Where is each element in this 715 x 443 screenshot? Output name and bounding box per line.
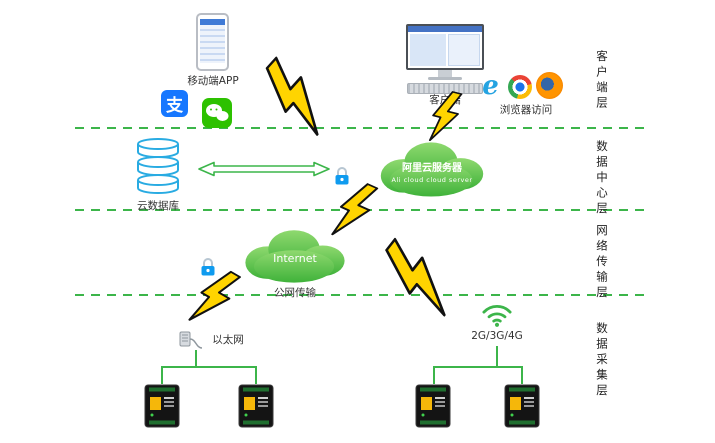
keyboard-icon bbox=[407, 83, 483, 94]
lightning-icon bbox=[251, 53, 342, 140]
connector-line bbox=[255, 366, 257, 384]
layer-label-collection: 数据采集层 bbox=[595, 322, 609, 400]
screen-titlebar bbox=[408, 26, 482, 32]
lightning-icon bbox=[371, 234, 466, 321]
connector-line bbox=[161, 366, 163, 384]
lock-icon bbox=[334, 166, 350, 186]
public-network-label: 公网传输 bbox=[274, 287, 316, 299]
layer-divider-1 bbox=[75, 127, 645, 129]
connector-line bbox=[433, 366, 435, 384]
double-arrow-icon bbox=[198, 161, 330, 177]
ethernet-label: 以太网 bbox=[212, 334, 244, 346]
cloud-icon bbox=[380, 142, 484, 197]
internet-label: Internet bbox=[273, 251, 317, 265]
wechat-icon bbox=[202, 98, 232, 128]
cloud-database-label: 云数据库 bbox=[137, 200, 179, 212]
device-icon bbox=[238, 384, 274, 428]
layer-label-datacenter: 数据中心层 bbox=[595, 140, 609, 218]
firefox-browser-icon bbox=[536, 72, 563, 99]
connector-line bbox=[161, 366, 257, 368]
database-icon bbox=[133, 138, 183, 196]
ali-cloud-server-node: 阿里云服务器 Ali cloud cloud server bbox=[368, 136, 496, 200]
screen-panel bbox=[410, 34, 446, 66]
cloud-icon bbox=[245, 230, 345, 283]
ie-glyph: e bbox=[482, 70, 499, 101]
desktop-computer-icon bbox=[404, 24, 486, 94]
internet-node: Internet bbox=[233, 224, 357, 286]
ali-cloud-subtitle: Ali cloud cloud server bbox=[391, 175, 473, 184]
wifi-signal-icon bbox=[482, 300, 512, 328]
monitor-base bbox=[428, 77, 462, 80]
wechat-bubbles bbox=[206, 104, 229, 121]
ie-browser-icon: e bbox=[477, 72, 504, 99]
connector-line bbox=[195, 350, 197, 366]
chrome-browser-icon bbox=[508, 75, 532, 99]
ali-cloud-title: 阿里云服务器 bbox=[402, 162, 462, 174]
lightning-icon bbox=[184, 262, 244, 333]
device-icon bbox=[504, 384, 540, 428]
layer-divider-3 bbox=[75, 294, 645, 296]
monitor-screen bbox=[406, 24, 484, 70]
phone-screen bbox=[200, 19, 225, 63]
lightning-icon bbox=[327, 176, 381, 246]
smartphone-icon bbox=[196, 13, 229, 71]
layer-label-network: 网络传输层 bbox=[595, 224, 609, 302]
lock-icon bbox=[200, 257, 216, 277]
connector-line bbox=[496, 346, 498, 366]
connector-line bbox=[521, 366, 523, 384]
connector-line bbox=[433, 366, 523, 368]
alipay-icon: 支 bbox=[161, 90, 188, 117]
screen-panel bbox=[448, 34, 480, 66]
lightning-icon bbox=[425, 87, 465, 146]
browser-access-label: 浏览器访问 bbox=[499, 104, 553, 116]
cellular-label: 2G/3G/4G bbox=[471, 330, 523, 342]
ethernet-plug-icon bbox=[178, 328, 204, 352]
layer-label-client: 客户端层 bbox=[595, 50, 609, 112]
monitor-stand bbox=[438, 70, 452, 77]
mobile-app-label: 移动端APP bbox=[187, 75, 239, 87]
device-icon bbox=[415, 384, 451, 428]
device-icon bbox=[144, 384, 180, 428]
alipay-glyph: 支 bbox=[166, 96, 183, 116]
